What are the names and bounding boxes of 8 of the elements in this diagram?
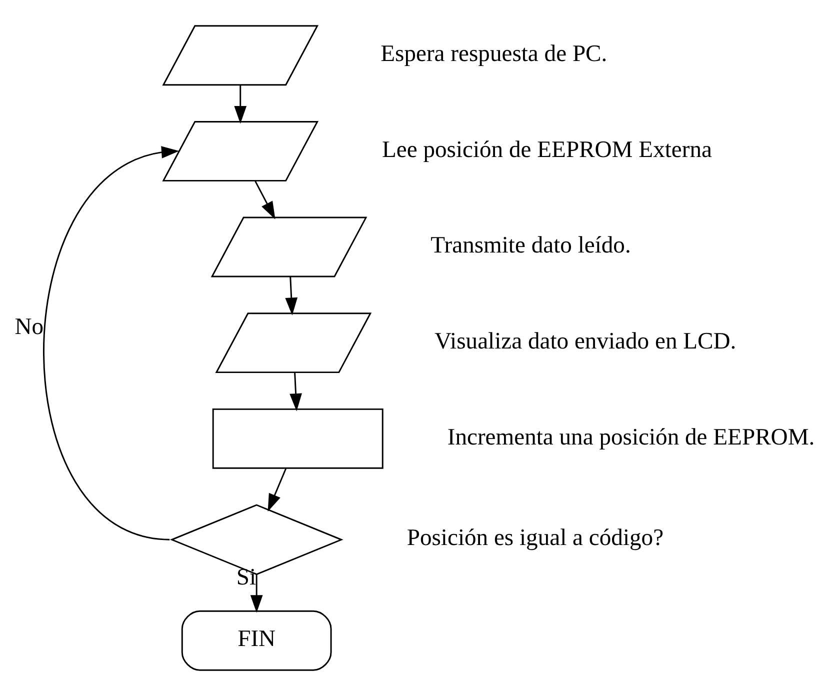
edge-label: Si: [236, 564, 256, 590]
edge-label: No: [14, 314, 44, 340]
node-label: Posición es igual a código?: [406, 524, 664, 551]
node-label: Lee posición de EEPROM Externa: [382, 136, 712, 162]
node-label: Espera respuesta de PC.: [380, 40, 608, 66]
node-label: Transmite dato leído.: [430, 232, 631, 258]
node-label: Visualiza dato enviado en LCD.: [434, 328, 736, 354]
node-label: Incrementa una posición de EEPROM.: [447, 424, 815, 450]
